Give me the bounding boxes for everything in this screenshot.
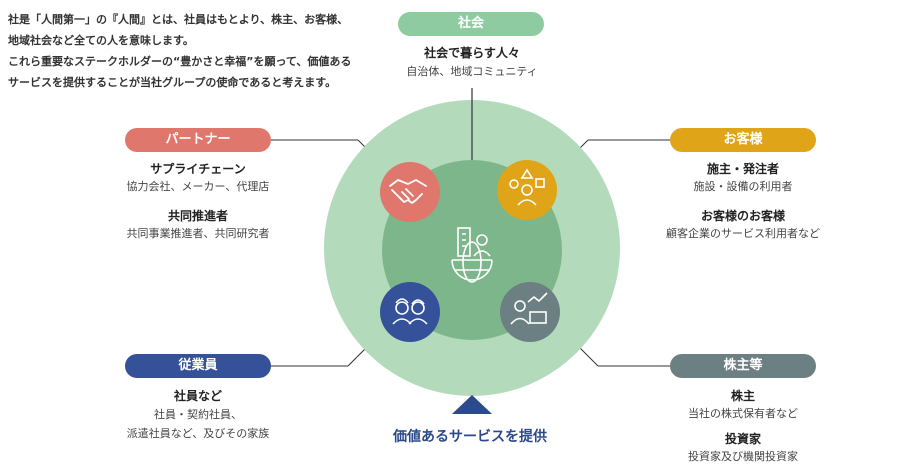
employee-group: 社員など 社員・契約社員、 派遣社員など、及びその家族 <box>98 388 298 442</box>
society-sub: 自治体、地域コミュニティ <box>406 65 538 78</box>
society-title: 社会で暮らす人々 <box>424 46 520 60</box>
people-shapes-icon <box>497 160 557 220</box>
handshake-icon <box>380 162 440 222</box>
employee-pill: 従業員 <box>125 354 271 378</box>
shareholder-sub-1: 当社の株式保有者など <box>688 407 798 420</box>
globe-building-icon <box>451 227 493 283</box>
shareholder-pill: 株主等 <box>670 354 816 378</box>
partner-sub-2: 共同事業推進者、共同研究者 <box>126 227 270 240</box>
partner-pill: パートナー <box>125 128 271 152</box>
shareholder-title-2: 投資家 <box>724 432 761 446</box>
shareholder-sub-2: 投資家及び機関投資家 <box>688 450 798 463</box>
customer-title-1: 施主・発注者 <box>706 162 779 176</box>
intro-line: これら重要なステークホルダーの“豊かさと幸福”を願って、価値ある <box>8 55 352 68</box>
employee-sub-1: 社員・契約社員、 <box>154 408 242 421</box>
partner-group: サプライチェーン 協力会社、メーカー、代理店 共同推進者 共同事業推進者、共同研… <box>98 161 298 242</box>
up-arrow-icon <box>452 395 492 414</box>
customer-title-2: お客様のお客様 <box>700 209 785 223</box>
intro-line: 地域社会など全ての人を意味します。 <box>8 34 194 47</box>
analyst-chart-icon <box>500 282 560 342</box>
intro-line: 社是「人間第一」の『人間』とは、社員はもとより、株主、お客様、 <box>8 13 349 26</box>
employee-sub-2: 派遣社員など、及びその家族 <box>126 427 270 440</box>
customer-sub-2: 顧客企業のサービス利用者など <box>666 227 820 240</box>
intro-text: 社是「人間第一」の『人間』とは、社員はもとより、株主、お客様、 地域社会など全て… <box>8 9 388 93</box>
society-group: 社会で暮らす人々 自治体、地域コミュニティ <box>370 45 574 80</box>
customer-pill: お客様 <box>670 128 816 152</box>
shareholder-title-1: 株主 <box>730 389 755 403</box>
partner-title-2: 共同推進者 <box>167 209 228 223</box>
customer-group: 施主・発注者 施設・設備の利用者 お客様のお客様 顧客企業のサービス利用者など <box>638 161 848 242</box>
customer-sub-1: 施設・設備の利用者 <box>693 180 793 193</box>
partner-sub-1: 協力会社、メーカー、代理店 <box>126 180 270 193</box>
employees-headset-icon <box>380 282 440 342</box>
shareholder-group: 株主 当社の株式保有者など 投資家 投資家及び機関投資家 <box>643 388 843 465</box>
employee-title: 社員など <box>173 389 222 403</box>
society-pill: 社会 <box>398 12 544 36</box>
partner-title-1: サプライチェーン <box>150 162 246 176</box>
center-caption: 価値あるサービスを提供 <box>393 429 547 445</box>
intro-line: サービスを提供することが当社グループの使命であると考えます。 <box>8 76 337 89</box>
